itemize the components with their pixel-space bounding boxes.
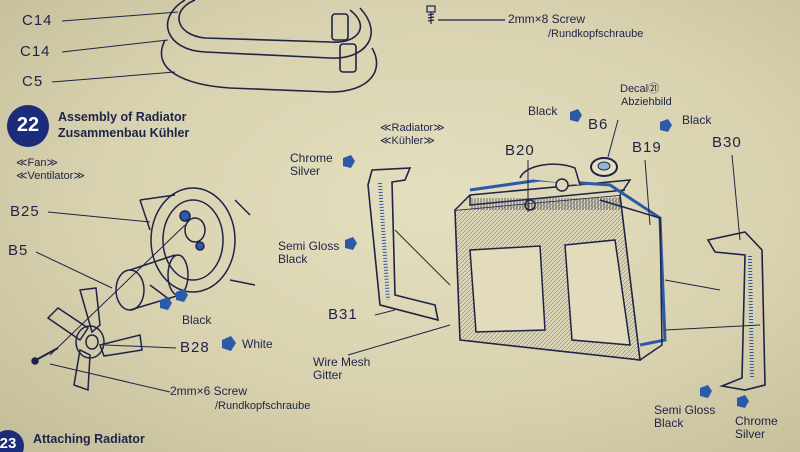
paint-chrome-silver-bottom: Chrome Silver — [735, 414, 778, 441]
paint-semi-gloss-bottom: Semi Gloss Black — [654, 403, 716, 430]
part-label-b20: B20 — [505, 142, 535, 159]
next-step-number: 23 — [0, 435, 17, 452]
paint-chrome-silver-left: Chrome Silver — [290, 151, 333, 178]
step-title-en: Assembly of Radiator — [58, 110, 187, 124]
leader-lines-top — [51, 11, 179, 83]
top-screw-size: 2mm×8 Screw — [508, 12, 586, 26]
paint-semi-gloss-left: Semi Gloss Black — [278, 239, 340, 266]
fan-group-label: ≪Fan≫ — [16, 157, 58, 169]
part-label-b31: B31 — [328, 306, 358, 323]
fan-screw-size: 2mm×6 Screw — [170, 384, 248, 398]
decal-cap-icon — [590, 119, 619, 177]
screw-icon — [426, 5, 505, 24]
radiator-group-label: ≪Radiator≫ — [380, 122, 445, 134]
paint-marker-icons — [160, 109, 749, 408]
decal-label: Decal㉑ — [620, 83, 659, 95]
part-label-b6: B6 — [588, 116, 609, 133]
radiator-group-label-de: ≪Kühler≫ — [380, 135, 435, 147]
decal-de-label: Abziehbild — [621, 96, 672, 108]
radiator-side-frame-left — [367, 167, 451, 322]
fan-leader-lines — [35, 211, 177, 393]
fan-assembly — [31, 187, 256, 392]
paint-black-b6: Black — [528, 104, 558, 118]
next-step-title: Attaching Radiator — [33, 432, 145, 446]
part-label-b25: B25 — [10, 203, 40, 220]
paint-black-fan: Black — [182, 313, 212, 327]
wire-mesh-label: Wire Mesh Gitter — [313, 355, 371, 382]
part-label-b28: B28 — [180, 339, 210, 356]
part-label-b19: B19 — [632, 139, 662, 156]
part-label-b5: B5 — [8, 242, 29, 259]
top-screw-de: /Rundkopfschraube — [548, 28, 644, 40]
radiator-core — [454, 163, 667, 361]
part-label-b30: B30 — [712, 134, 742, 151]
part-label-c5: C5 — [22, 73, 44, 90]
paint-white-fan: White — [242, 337, 273, 351]
hose-parts — [160, 0, 378, 93]
decal-name: Decal — [620, 83, 649, 95]
radiator-side-frame-right — [664, 231, 766, 391]
step-23-badge — [0, 430, 24, 452]
part-label-c14-top: C14 — [22, 12, 53, 29]
fan-group-label-de: ≪Ventilator≫ — [16, 170, 85, 182]
step-number: 22 — [16, 114, 40, 136]
fan-screw-de: /Rundkopfschraube — [215, 400, 311, 412]
part-label-c14-middle: C14 — [20, 43, 51, 60]
radiator-leader-lines — [347, 154, 741, 356]
decal-number: ㉑ — [648, 83, 660, 95]
step-title-de: Zusammenbau Kühler — [58, 126, 190, 140]
paint-black-right: Black — [682, 113, 712, 127]
step-22-badge — [7, 105, 49, 147]
